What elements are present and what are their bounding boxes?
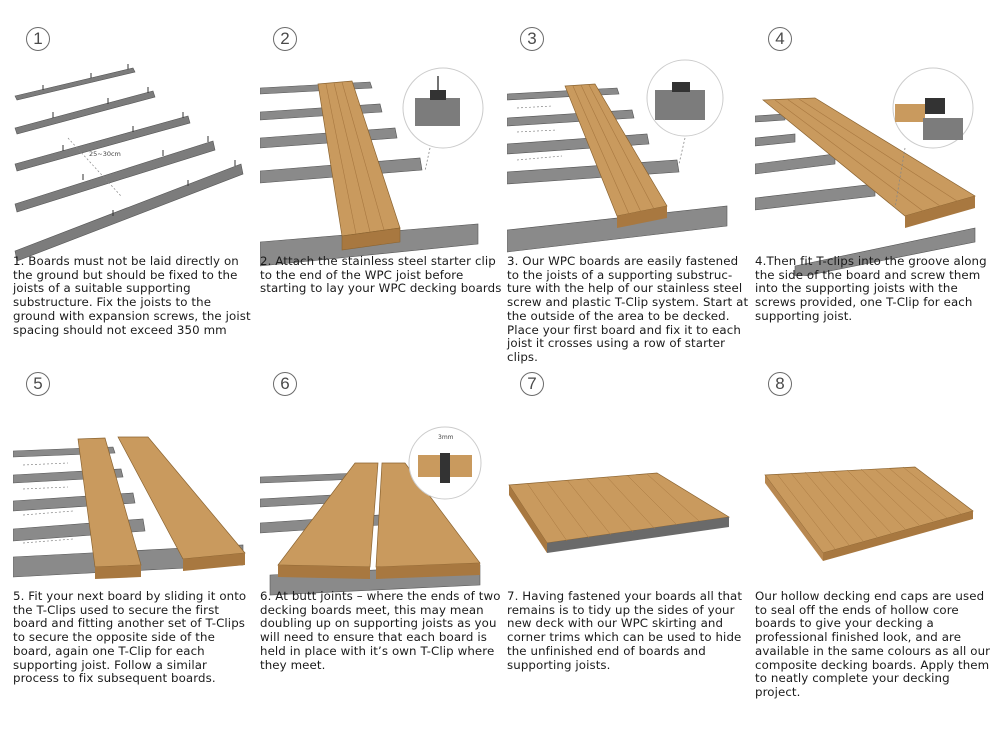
step-caption: 1. Boards must not be laid directly on t… bbox=[13, 254, 251, 337]
step-number-badge: 6 bbox=[273, 372, 297, 396]
step-number-badge: 1 bbox=[26, 27, 50, 51]
step-caption: 3. Our WPC boards are easily fastened to… bbox=[507, 254, 749, 364]
butt-joint-illustration: 3mm bbox=[260, 400, 505, 620]
step-caption: Our hollow decking end caps are used to … bbox=[755, 589, 991, 699]
next-board-illustration bbox=[13, 400, 258, 620]
step-number-badge: 8 bbox=[768, 372, 792, 396]
step-caption: 2. Attach the stainless steel starter cl… bbox=[260, 254, 502, 296]
spacing-label: 25~30cm bbox=[89, 150, 121, 158]
end-caps-deck-illustration bbox=[755, 400, 1000, 620]
t-clip-fit-illustration bbox=[755, 56, 1000, 276]
step-caption: 5. Fit your next board by sliding it ont… bbox=[13, 589, 247, 686]
joist-layout-illustration: 25~30cm bbox=[13, 56, 258, 276]
step-number-badge: 3 bbox=[520, 27, 544, 51]
starter-clip-illustration bbox=[260, 56, 505, 276]
step-number-badge: 7 bbox=[520, 372, 544, 396]
step-number-badge: 5 bbox=[26, 372, 50, 396]
step-caption: 7. Having fastened your boards all that … bbox=[507, 589, 743, 672]
gap-label: 3mm bbox=[438, 434, 454, 441]
step-caption: 4.Then fit T-clips into the groove along… bbox=[755, 254, 987, 323]
step-number-badge: 4 bbox=[768, 27, 792, 51]
step-number-badge: 2 bbox=[273, 27, 297, 51]
step-caption: 6. At butt joints – where the ends of tw… bbox=[260, 589, 501, 672]
finished-deck-skirting-illustration bbox=[507, 400, 752, 620]
first-board-illustration bbox=[507, 56, 752, 276]
